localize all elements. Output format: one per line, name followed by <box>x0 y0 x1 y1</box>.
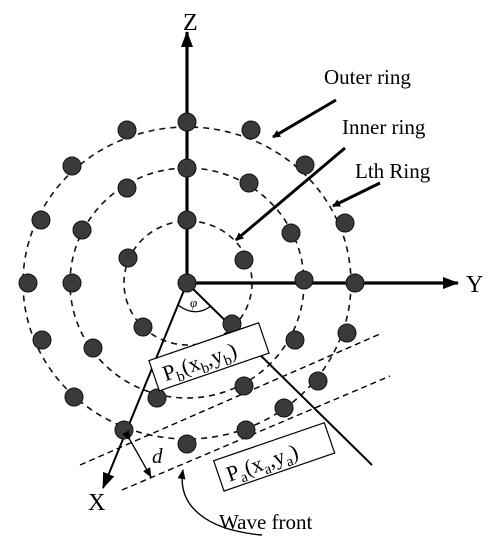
array-element <box>177 210 197 230</box>
array-element <box>234 250 254 270</box>
direction-line <box>186 282 373 466</box>
array-element <box>281 223 301 243</box>
angle-label: φ <box>190 295 197 310</box>
outer-ring-label: Outer ring <box>324 65 411 89</box>
array-element <box>294 270 314 290</box>
distance-marker <box>122 430 152 478</box>
x-axis-label: X <box>88 490 105 516</box>
array-element <box>62 273 82 293</box>
array-element <box>18 273 38 293</box>
array-element <box>117 120 137 140</box>
array-element <box>83 338 103 358</box>
array-element <box>114 420 134 440</box>
array-element <box>147 388 167 408</box>
distance-arrow <box>122 430 152 478</box>
wave-front-line-lower <box>121 375 391 491</box>
point-b-box: Pb(xb,yb) <box>148 322 270 392</box>
z-axis-label: Z <box>183 10 198 36</box>
array-element <box>239 173 259 193</box>
array-elements <box>18 112 365 454</box>
outer-ring-arrow <box>272 98 337 139</box>
wave-front-arrow <box>177 469 263 536</box>
angle-arc <box>177 304 212 313</box>
callout-arrows <box>235 98 381 242</box>
spacing-label: d <box>152 444 163 468</box>
x-axis <box>102 282 188 489</box>
array-element <box>308 371 328 391</box>
array-element <box>62 156 82 176</box>
array-element <box>285 330 305 350</box>
axes <box>102 31 459 489</box>
array-element <box>337 323 357 343</box>
lth-ring-label: Lth Ring <box>355 159 431 183</box>
array-element <box>241 120 261 140</box>
array-element <box>234 376 254 396</box>
array-element <box>335 213 355 233</box>
svg-text:Pb(xb,yb): Pb(xb,yb) <box>159 337 241 389</box>
lth-ring-arrow <box>332 181 381 208</box>
inner-ring-arrow <box>235 146 346 242</box>
array-element-center <box>177 273 197 293</box>
y-axis-label: Y <box>466 272 483 298</box>
array-element <box>133 317 153 337</box>
array-element <box>295 155 315 175</box>
array-element <box>31 210 51 230</box>
array-element <box>32 330 52 350</box>
inner-ring-label: Inner ring <box>342 115 426 139</box>
array-element <box>117 178 137 198</box>
array-element <box>177 112 197 132</box>
array-element <box>72 220 92 240</box>
array-element <box>64 387 84 407</box>
array-element <box>345 273 365 293</box>
array-element <box>177 158 197 178</box>
point-a-box: Pa(xa,ya) <box>212 421 336 492</box>
array-element <box>177 434 197 454</box>
wave-front-label: Wave front <box>219 510 313 534</box>
array-element <box>118 248 138 268</box>
array-element <box>274 398 294 418</box>
array-element <box>236 420 256 440</box>
